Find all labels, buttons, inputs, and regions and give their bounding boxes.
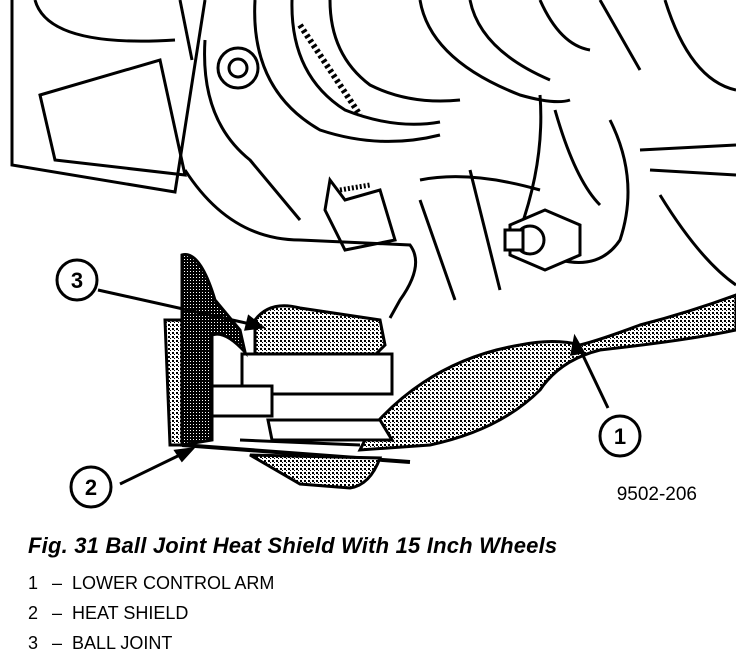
legend-number: 1 [28,573,39,593]
brake-rotor-hub [253,0,736,143]
legend-label: HEAT SHIELD [72,603,189,623]
heat-shield [163,253,411,490]
callout-1: 1 [598,414,642,458]
legend-number: 3 [28,633,39,653]
callout-2: 2 [69,465,113,509]
callout-legend: 1–LOWER CONTROL ARM 2–HEAT SHIELD 3–BALL… [28,568,274,658]
svg-text:2: 2 [85,475,97,500]
callout-leaders [97,288,610,486]
legend-label: BALL JOINT [72,633,173,653]
callout-3: 3 [55,258,99,302]
legend-item: 1–LOWER CONTROL ARM [28,568,274,598]
legend-item: 3–BALL JOINT [28,628,274,658]
steering-knuckle [183,94,736,319]
figure-caption: Fig. 31 Ball Joint Heat Shield With 15 I… [28,533,558,558]
ball-joint [210,304,395,442]
svg-text:3: 3 [71,268,83,293]
ball-joint-heat-shield-illustration: 3 1 2 9502-206 [10,0,736,509]
legend-separator: – [51,573,62,593]
legend-label: LOWER CONTROL ARM [72,573,275,593]
figure-code: 9502-206 [617,484,697,505]
hub-mounting-bolt [203,39,302,221]
frame-rail [10,0,207,194]
legend-item: 2–HEAT SHIELD [28,598,274,628]
svg-text:1: 1 [614,424,626,449]
lower-control-arm [239,293,736,452]
control-arm-bolt [503,208,582,272]
legend-separator: – [51,603,62,623]
tie-rod-end [323,176,397,252]
legend-number: 2 [28,603,39,623]
legend-separator: – [51,633,62,653]
